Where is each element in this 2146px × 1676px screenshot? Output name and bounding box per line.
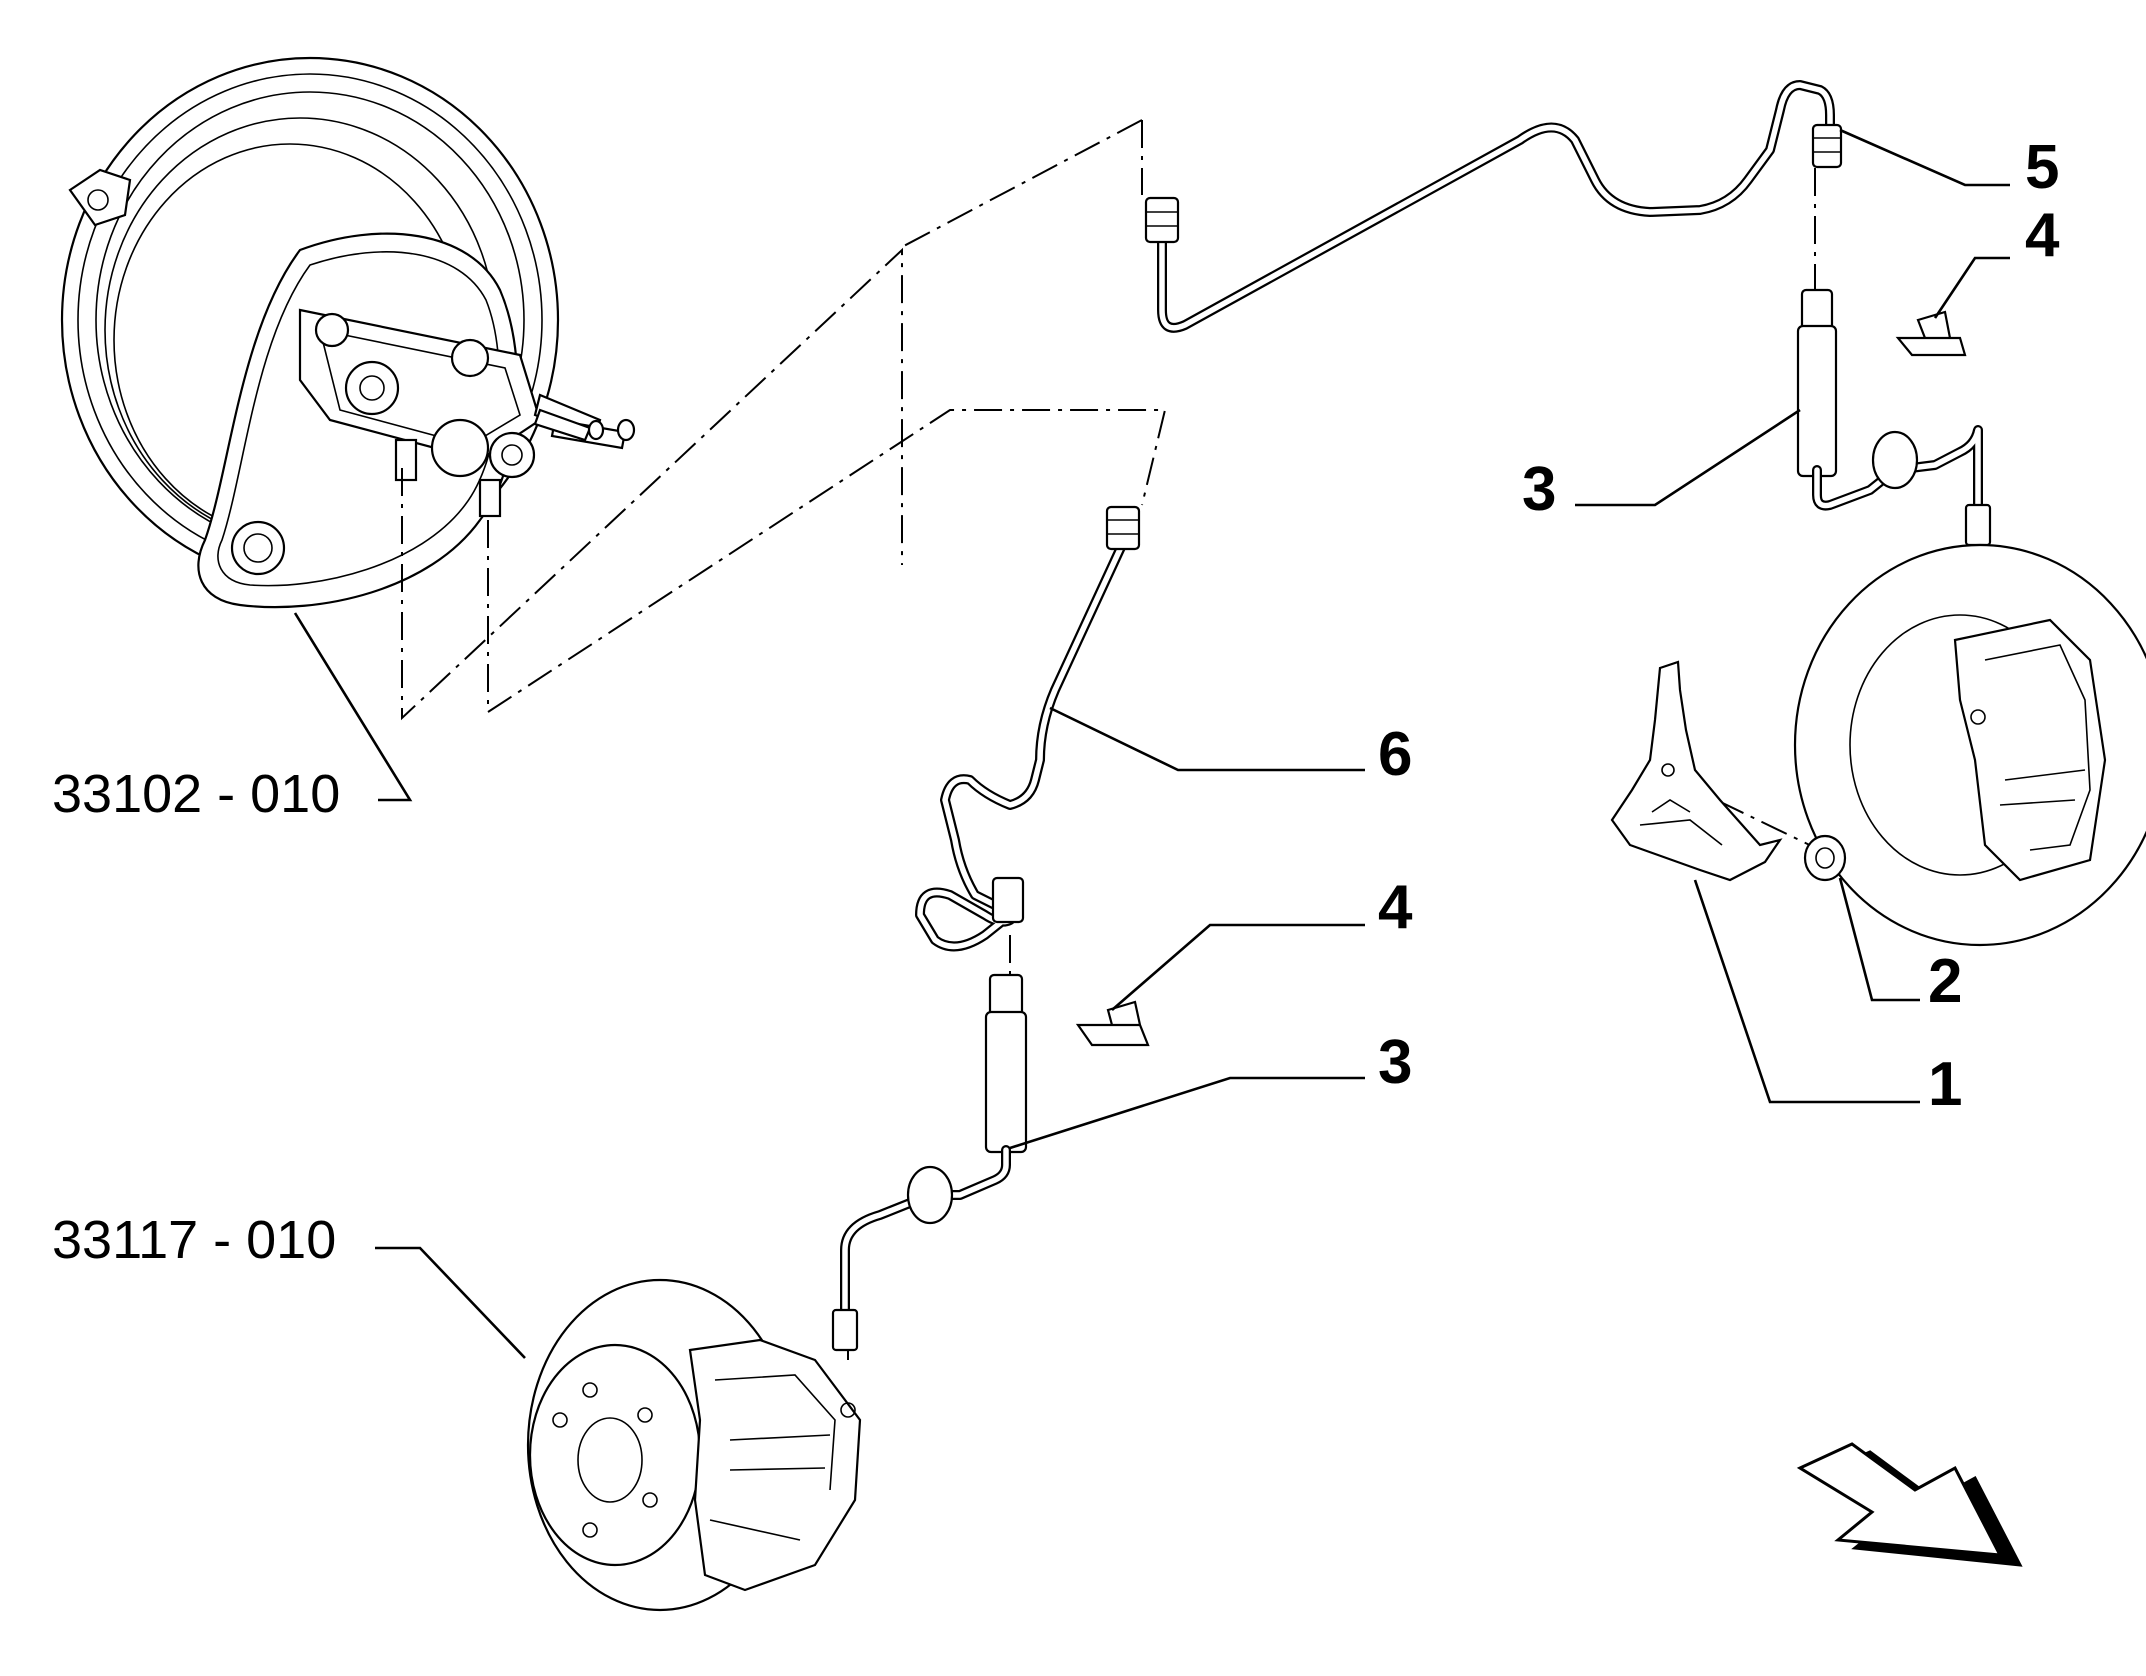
clip-item4-left — [1075, 1000, 1150, 1047]
item-number-3-left: 3 — [1378, 1028, 1412, 1097]
leader-item4-left — [1111, 923, 1365, 1011]
nut-item2 — [1803, 834, 1847, 882]
leader-item6 — [1049, 706, 1365, 772]
leader-item4-right — [1933, 256, 2010, 319]
item-number-2: 2 — [1928, 947, 1962, 1016]
rigid-brake-pipe-top — [1144, 80, 1835, 333]
item-number-4-left: 4 — [1378, 873, 1413, 942]
ref-label-brake: 33117 - 010 — [52, 1210, 336, 1270]
leader-ref-servo — [293, 612, 413, 802]
item-number-4-right: 4 — [2025, 201, 2060, 270]
item-number-3-right: 3 — [1522, 455, 1556, 524]
assembly-guide-lines — [401, 119, 1976, 1360]
flexible-brake-hose-left — [831, 973, 1028, 1352]
flexible-brake-hose-right — [1796, 288, 1992, 547]
brake-disc-caliper-left — [526, 1278, 862, 1612]
union-fitting-item5 — [1811, 123, 1843, 169]
direction-arrow-icon — [1796, 1442, 2023, 1567]
bracket-item1 — [1610, 660, 1783, 882]
item-number-5: 5 — [2025, 133, 2059, 202]
leader-item3-right — [1575, 408, 1801, 507]
leader-item5 — [1839, 128, 2010, 187]
leader-item3-left — [1009, 1076, 1365, 1150]
item-number-1: 1 — [1928, 1050, 1962, 1119]
brake-servo-assembly — [60, 56, 636, 609]
ref-label-servo: 33102 - 010 — [52, 764, 340, 824]
brake-disc-caliper-right — [1793, 543, 2146, 947]
leader-item2 — [1838, 877, 1920, 1002]
leader-item1 — [1693, 879, 1920, 1104]
leader-ref-brake — [375, 1246, 526, 1359]
clip-item4-right — [1895, 310, 1967, 357]
item-number-6: 6 — [1378, 720, 1412, 789]
rigid-brake-pipe-item6 — [915, 505, 1141, 952]
